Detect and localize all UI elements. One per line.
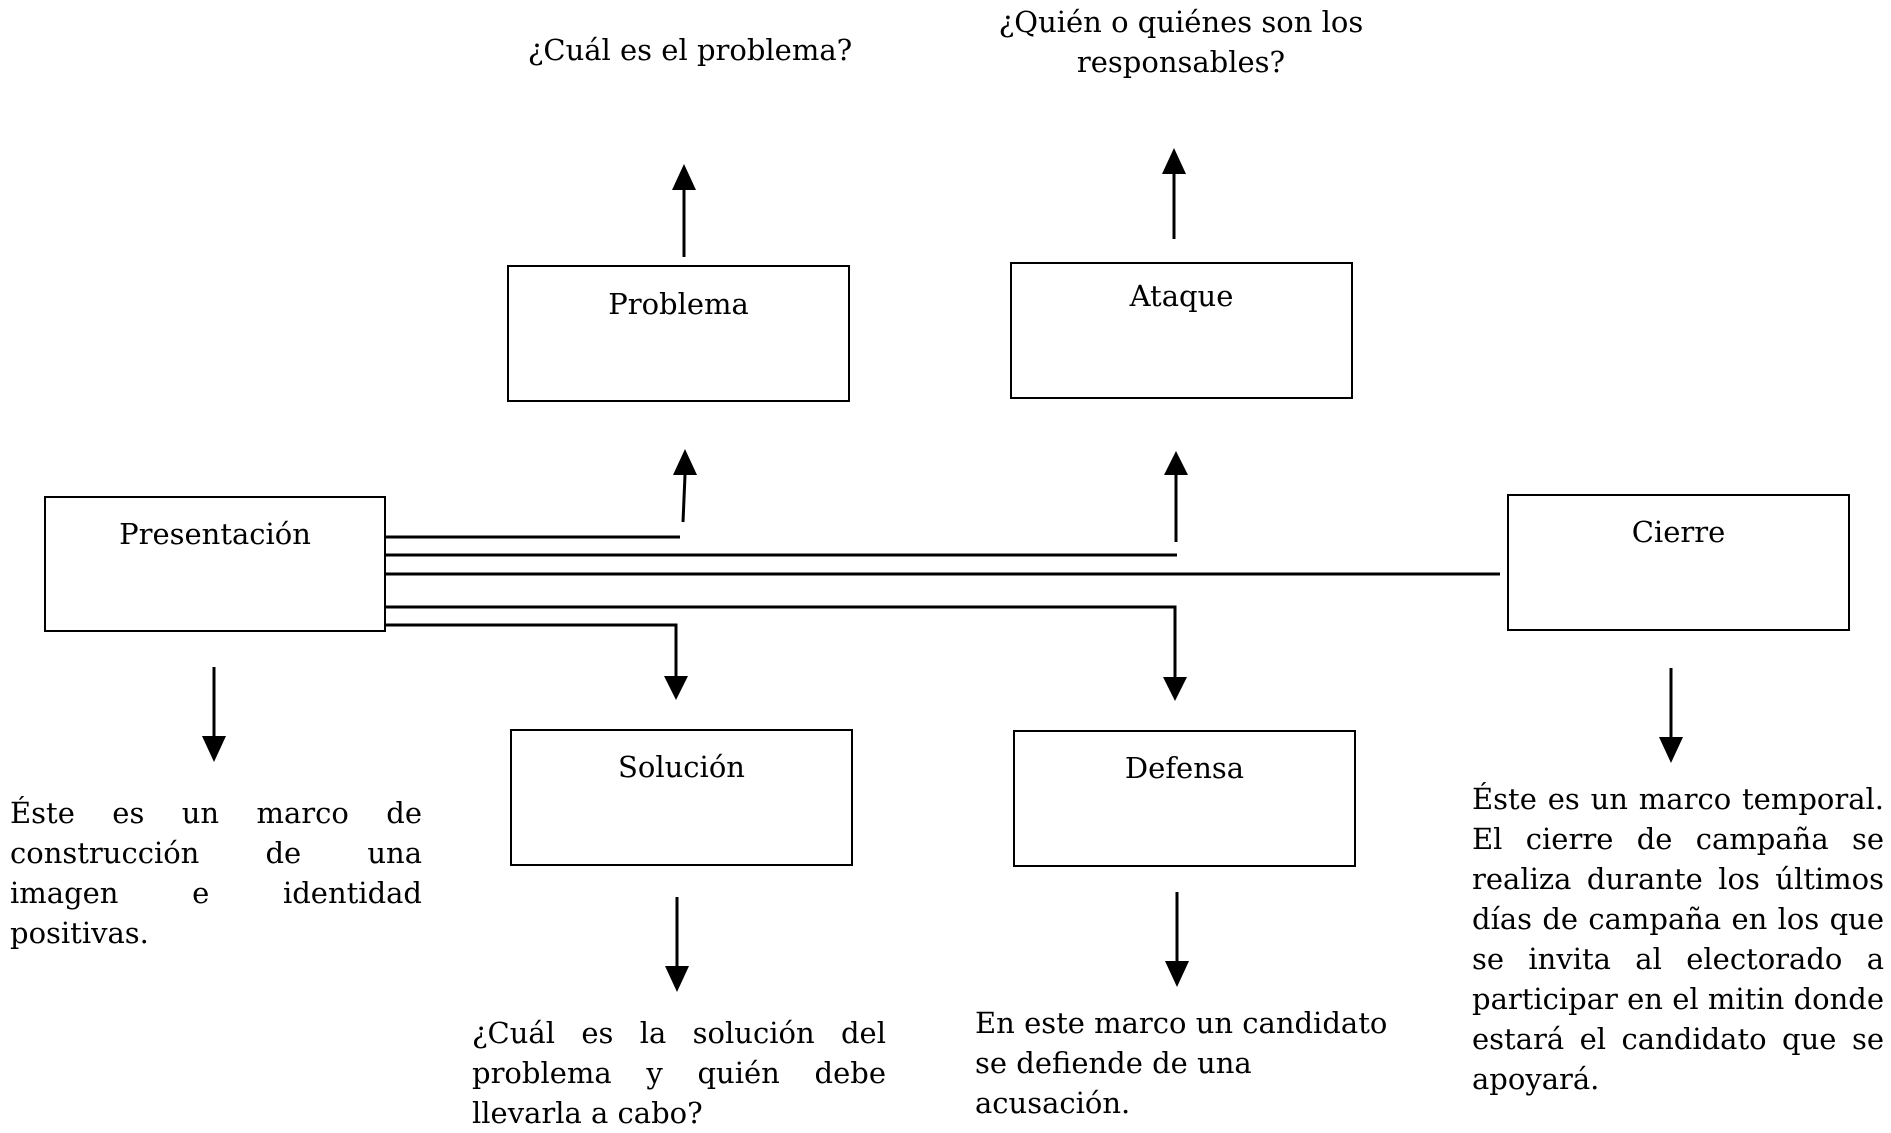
box-cierre-label: Cierre: [1631, 515, 1726, 549]
presentacion-description: Éste es un marco de construcción de una …: [10, 796, 422, 950]
box-solucion-label: Solución: [618, 750, 745, 784]
box-presentacion-label: Presentación: [119, 517, 311, 551]
box-ataque-label: Ataque: [1129, 279, 1234, 313]
problema-question: ¿Cuál es el problema?: [527, 33, 853, 67]
cierre-description: Éste es un marco temporal. El cierre de …: [1472, 782, 1884, 1096]
arrowhead-down-solucion: [665, 966, 689, 992]
box-defensa: Defensa: [1013, 730, 1356, 867]
connector-to-defensa: [384, 605, 1177, 680]
arrowhead-up-ataque: [1164, 451, 1188, 475]
ataque-question: ¿Quién o quiénes son los responsables?: [998, 5, 1364, 79]
arrowhead-down-solucion-connector: [664, 676, 688, 700]
arrowhead-up-problema: [673, 449, 697, 475]
arrowhead-down-cierre: [1659, 737, 1683, 763]
box-presentacion: Presentación: [44, 496, 386, 632]
solucion-question: ¿Cuál es la solución del problema y quié…: [472, 1016, 886, 1130]
arrowhead-up-ataque-question: [1162, 148, 1186, 174]
arrowhead-down-defensa-connector: [1163, 677, 1187, 701]
box-problema: Problema: [507, 265, 850, 402]
arrowhead-up-problema-question: [672, 164, 696, 190]
box-problema-label: Problema: [608, 287, 749, 321]
defensa-description: En este marco un candidato se defiende d…: [975, 1006, 1388, 1120]
arrowhead-down-defensa: [1165, 961, 1189, 987]
box-defensa-label: Defensa: [1124, 751, 1245, 785]
box-cierre: Cierre: [1507, 494, 1850, 631]
box-solucion: Solución: [510, 729, 853, 866]
arrowhead-down-presentacion: [202, 736, 226, 762]
connector-to-solucion: [384, 623, 678, 680]
stem-up-problema: [681, 474, 687, 523]
box-ataque: Ataque: [1010, 262, 1353, 399]
